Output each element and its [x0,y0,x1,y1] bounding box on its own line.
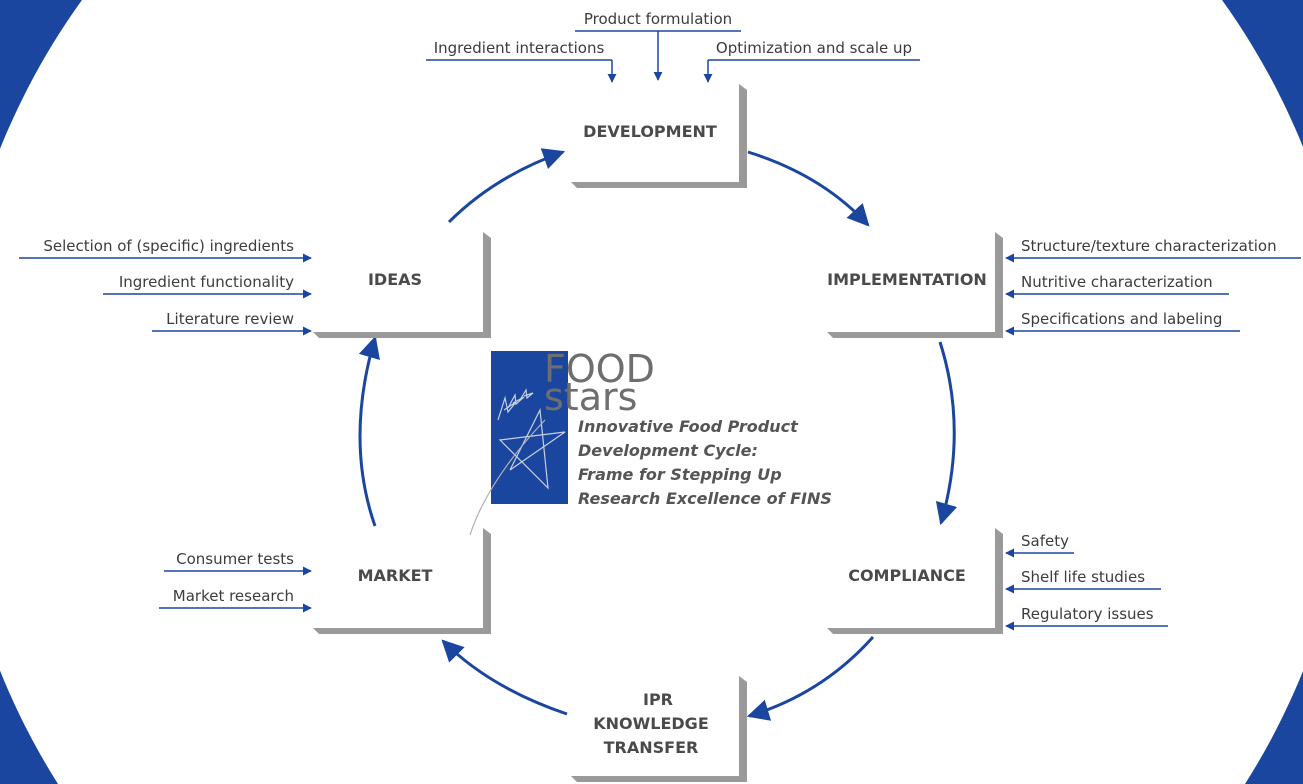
tagline-line-1: Innovative Food Product [578,417,799,436]
input-optimization-scale-up: Optimization and scale up [716,39,912,57]
input-market-research: Market research [173,587,294,605]
logo-word-food: FOOD [544,347,655,391]
stage-box-ipr: IPR KNOWLEDGE TRANSFER [571,676,747,782]
logo-blue-square [491,351,568,504]
tagline: Innovative Food Product Development Cycl… [578,417,832,508]
inputs-implementation: Structure/texture characterization Nutri… [1005,237,1301,336]
stage-box-market: MARKET [313,528,491,634]
right-blue-arc [1222,0,1303,784]
input-ingredient-functionality: Ingredient functionality [119,273,294,291]
stage-label-development: DEVELOPMENT [583,122,717,141]
input-specifications-labeling: Specifications and labeling [1021,310,1222,328]
input-safety: Safety [1021,532,1069,550]
food-stars-logo: FOOD stars [469,347,655,536]
tagline-line-4: Research Excellence of FINS [578,489,832,508]
stage-label-implementation: IMPLEMENTATION [827,270,987,289]
stage-box-development: DEVELOPMENT [571,84,747,188]
arrow-implementation-to-compliance [935,341,958,526]
stage-box-compliance: COMPLIANCE [827,528,1003,634]
arrow-ideas-to-development [447,148,566,224]
arrow-compliance-to-ipr [746,635,875,721]
inputs-ideas: Selection of (specific) ingredients Ingr… [19,237,312,336]
input-shelf-life: Shelf life studies [1021,568,1145,586]
inputs-compliance: Safety Shelf life studies Regulatory iss… [1005,532,1168,631]
tagline-line-2: Development Cycle: [578,441,758,460]
input-nutritive: Nutritive characterization [1021,273,1213,291]
input-ingredient-interactions: Ingredient interactions [434,39,605,57]
stage-label-ipr-2: KNOWLEDGE [593,714,709,733]
input-literature-review: Literature review [166,310,294,328]
inputs-market: Consumer tests Market research [159,550,312,613]
input-selection-ingredients: Selection of (specific) ingredients [43,237,294,255]
stage-box-ideas: IDEAS [313,232,491,338]
stage-label-ipr-1: IPR [643,690,673,709]
arrow-market-to-ideas [358,335,380,527]
input-consumer-tests: Consumer tests [176,550,294,568]
cycle-arrows [358,148,958,721]
stage-box-implementation: IMPLEMENTATION [827,232,1003,338]
stage-label-ideas: IDEAS [368,270,422,289]
stage-label-ipr-3: TRANSFER [604,738,699,757]
tagline-line-3: Frame for Stepping Up [578,465,782,484]
left-blue-arc [0,0,82,784]
inputs-development: Product formulation Ingredient interacti… [426,10,920,83]
stars-logo-icon [469,388,566,536]
input-structure-texture: Structure/texture characterization [1021,237,1277,255]
input-regulatory: Regulatory issues [1021,605,1154,623]
logo-word-stars: stars [544,375,637,419]
stage-label-compliance: COMPLIANCE [848,566,966,585]
input-product-formulation: Product formulation [584,10,732,28]
arrow-development-to-implementation [747,150,870,227]
arrow-ipr-to-market [441,639,568,716]
stage-label-market: MARKET [358,566,433,585]
